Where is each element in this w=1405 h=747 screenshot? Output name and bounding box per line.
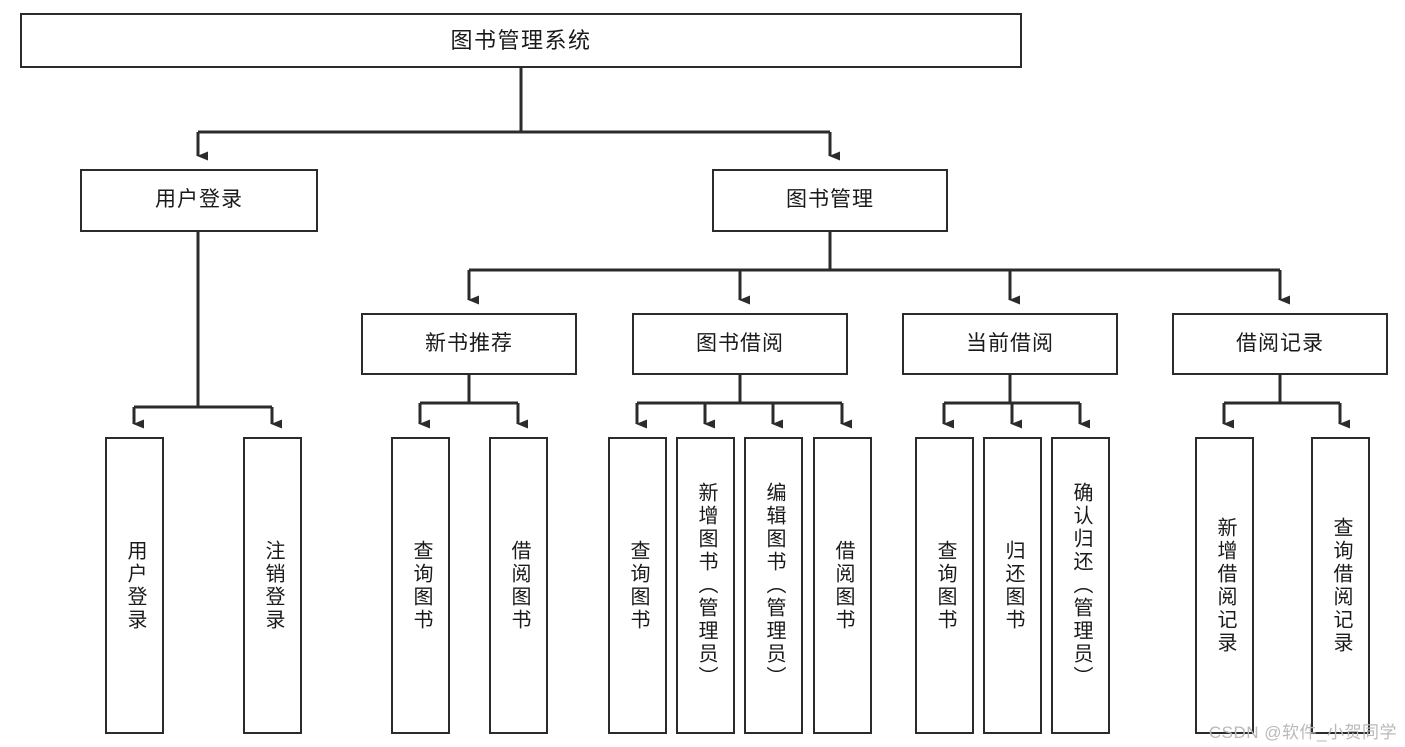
node-book-manage[interactable]: 图书管理	[712, 169, 948, 232]
node-label: 新书推荐	[425, 331, 513, 355]
node-label: 当前借阅	[966, 331, 1054, 355]
node-leaf-logout-login[interactable]: 注销登录	[243, 437, 302, 734]
node-label: 借阅记录	[1236, 331, 1324, 355]
node-book-borrow[interactable]: 图书借阅	[632, 313, 848, 375]
node-label: 图书管理系统	[450, 27, 592, 53]
node-label: 编辑图书（管理员）	[763, 482, 785, 689]
node-label: 查询借阅记录	[1330, 516, 1352, 655]
node-leaf-user-login[interactable]: 用户登录	[105, 437, 164, 734]
node-leaf-borrow-book-recommend[interactable]: 借阅图书	[489, 437, 548, 734]
node-label: 借阅图书	[508, 539, 530, 632]
node-label: 注销登录	[262, 539, 284, 632]
node-leaf-add-book[interactable]: 新增图书（管理员）	[676, 437, 735, 734]
node-leaf-query-book-borrow[interactable]: 查询图书	[608, 437, 667, 734]
node-label: 用户登录	[155, 188, 243, 212]
node-user-login[interactable]: 用户登录	[80, 169, 318, 232]
node-leaf-add-borrow-record[interactable]: 新增借阅记录	[1195, 437, 1254, 734]
node-label: 查询图书	[410, 539, 432, 632]
node-leaf-confirm-return[interactable]: 确认归还（管理员）	[1051, 437, 1110, 734]
node-leaf-query-book-current[interactable]: 查询图书	[915, 437, 974, 734]
node-leaf-borrow-book[interactable]: 借阅图书	[813, 437, 872, 734]
node-root-book-management-system[interactable]: 图书管理系统	[20, 13, 1022, 68]
node-label: 归还图书	[1002, 539, 1024, 632]
node-label: 用户登录	[124, 539, 146, 632]
node-label: 新增图书（管理员）	[695, 482, 717, 689]
node-label: 新增借阅记录	[1214, 516, 1236, 655]
node-label: 确认归还（管理员）	[1070, 482, 1092, 689]
node-borrow-record[interactable]: 借阅记录	[1172, 313, 1388, 375]
node-leaf-return-book[interactable]: 归还图书	[983, 437, 1042, 734]
node-label: 借阅图书	[832, 539, 854, 632]
node-leaf-edit-book[interactable]: 编辑图书（管理员）	[744, 437, 803, 734]
node-leaf-query-borrow-record[interactable]: 查询借阅记录	[1311, 437, 1370, 734]
node-new-book-recommend[interactable]: 新书推荐	[361, 313, 577, 375]
node-label: 查询图书	[934, 539, 956, 632]
node-leaf-query-book-recommend[interactable]: 查询图书	[391, 437, 450, 734]
node-label: 图书管理	[786, 188, 874, 212]
node-current-borrow[interactable]: 当前借阅	[902, 313, 1118, 375]
node-label: 图书借阅	[696, 331, 784, 355]
node-label: 查询图书	[627, 539, 649, 632]
